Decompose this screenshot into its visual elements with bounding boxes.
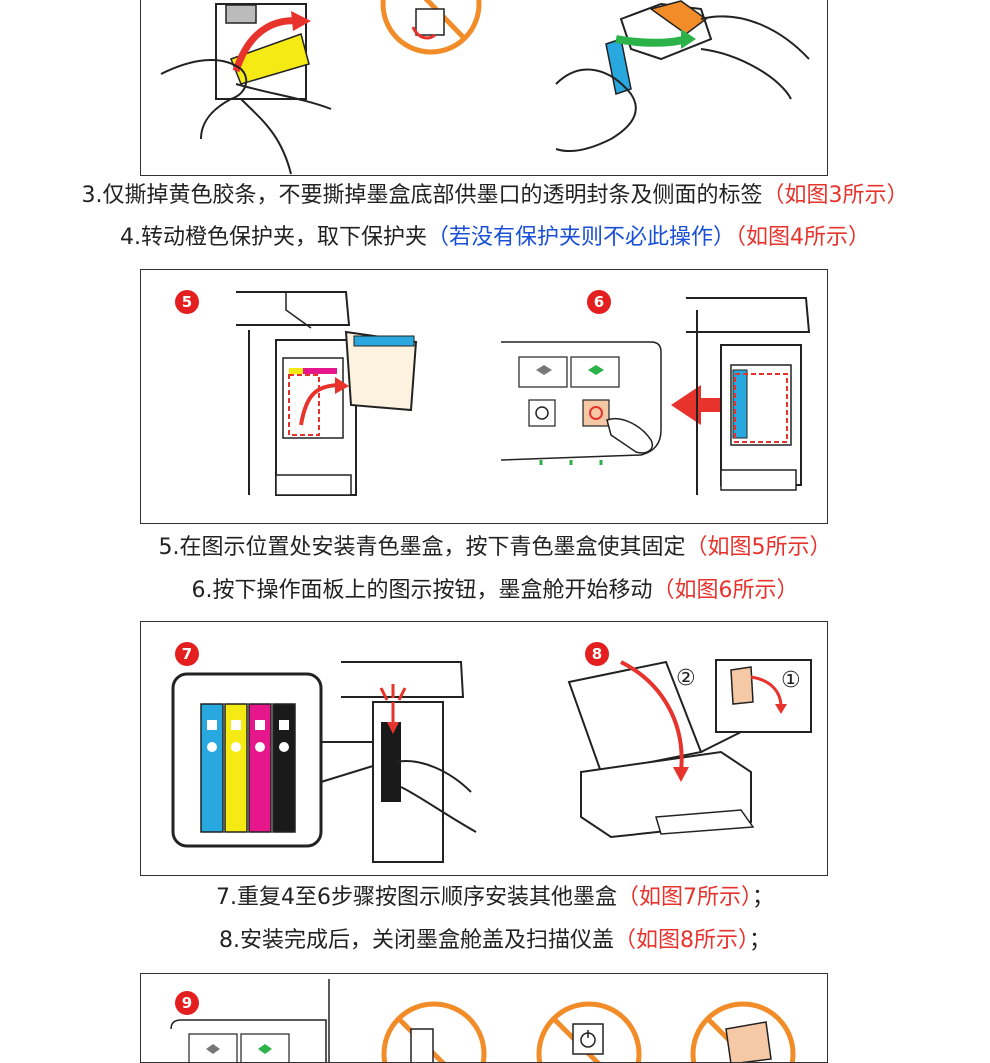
step-4-body: 4.转动橙色保护夹，取下保护夹 [119, 225, 427, 250]
step-6-note: （如图6所示） [652, 578, 799, 603]
badge-6: 6 [587, 290, 611, 314]
figure-panel-3-4 [140, 0, 828, 176]
illustration-remove-tape-and-clip [160, 0, 810, 175]
step-3-note: （如图3所示） [762, 183, 909, 208]
illustration-do-not [170, 979, 796, 1062]
illustration-order-and-close: ② ① [171, 659, 812, 863]
step-5-note: （如图5所示） [685, 535, 832, 560]
orange-clip-illustration [555, 0, 810, 152]
step-7-note: （如图7所示） [616, 885, 752, 910]
printer-close-illustration [567, 659, 812, 839]
cartridge-order-illustration [171, 661, 477, 863]
badge-9: 9 [175, 991, 199, 1015]
illustration-install-cyan [236, 291, 811, 496]
control-panel-mini [170, 979, 330, 1062]
printer-slot-illustration-2 [686, 297, 811, 495]
prohibited-sign-icon-2 [536, 1001, 642, 1062]
move-arrow-icon [671, 385, 726, 425]
step-6-body: 6.按下操作面板上的图示按钮，墨盒舱开始移动 [191, 578, 653, 603]
step-7-tail: ； [751, 885, 774, 910]
step-8-body: 8.安装完成后，关闭墨盒舱盖及扫描仪盖 [218, 928, 614, 953]
cartridge-tape-illustration [160, 3, 332, 175]
step-4-note: （如图4所示） [735, 225, 870, 250]
prohibited-sign-icon-3 [690, 1001, 796, 1062]
step-8-text: 8.安装完成后，关闭墨盒舱盖及扫描仪盖（如图8所示）； [0, 926, 990, 956]
step-5-body: 5.在图示位置处安装青色墨盒，按下青色墨盒使其固定 [158, 535, 686, 560]
badge-8: 8 [585, 642, 609, 666]
step-4-blue-note: （若没有保护夹则不必此操作） [426, 225, 735, 250]
printer-slot-illustration [236, 291, 418, 496]
step-4-text: 4.转动橙色保护夹，取下保护夹（若没有保护夹则不必此操作）（如图4所示） [0, 223, 990, 253]
prohibited-sign-icon [380, 0, 482, 55]
figure-panel-7-8: 7 8 [140, 621, 828, 876]
prohibited-sign-icon-1 [381, 1001, 487, 1062]
step-8-tail: ； [748, 928, 771, 953]
step-5-text: 5.在图示位置处安装青色墨盒，按下青色墨盒使其固定（如图5所示） [0, 533, 990, 563]
callout-1: ① [781, 668, 801, 693]
badge-5: 5 [175, 290, 199, 314]
callout-2: ② [676, 666, 696, 691]
step-7-body: 7.重复4至6步骤按图示顺序安装其他墨盒 [215, 885, 617, 910]
step-3-text: 3.仅撕掉黄色胶条，不要撕掉墨盒底部供墨口的透明封条及侧面的标签（如图3所示） [0, 181, 990, 211]
step-8-note: （如图8所示） [613, 928, 749, 953]
step-3-body: 3.仅撕掉黄色胶条，不要撕掉墨盒底部供墨口的透明封条及侧面的标签 [81, 183, 763, 208]
step-6-text: 6.按下操作面板上的图示按钮，墨盒舱开始移动（如图6所示） [0, 576, 990, 606]
figure-panel-9: 9 [140, 973, 828, 1063]
figure-panel-5-6: 5 6 [140, 269, 828, 524]
step-7-text: 7.重复4至6步骤按图示顺序安装其他墨盒（如图7所示）； [0, 883, 990, 913]
control-panel-illustration [500, 341, 662, 465]
badge-7: 7 [175, 642, 199, 666]
